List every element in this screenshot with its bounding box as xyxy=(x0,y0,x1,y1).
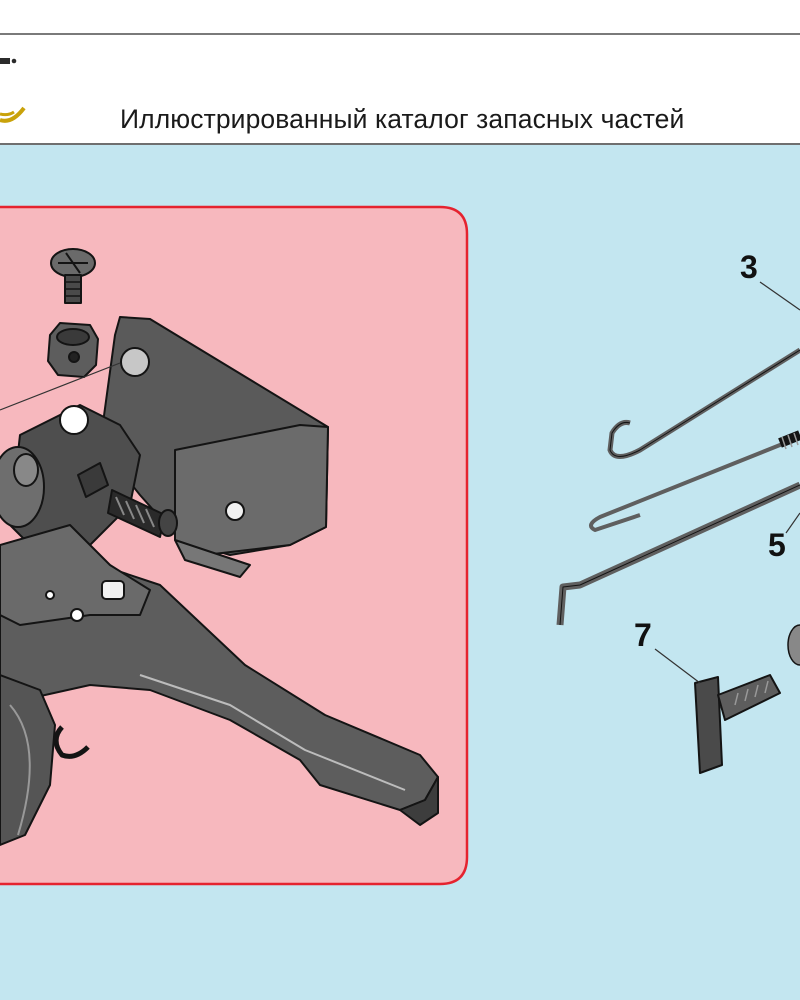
nut-part xyxy=(47,322,99,378)
header-top-rule xyxy=(0,33,800,35)
screw-part xyxy=(50,248,96,304)
callout-7: 7 xyxy=(634,617,652,653)
header-bottom-rule xyxy=(0,143,800,145)
loose-parts xyxy=(556,281,800,774)
t-bolt-part xyxy=(694,674,781,774)
spring-part xyxy=(107,489,178,538)
page-header: Иллюстрированный каталог запасных частей xyxy=(0,0,800,145)
page-title: Иллюстрированный каталог запасных частей xyxy=(120,104,685,134)
exploded-view-drawing xyxy=(0,205,800,886)
brand-logo-fragment-icon xyxy=(0,58,17,64)
throttle-control-assembly xyxy=(0,248,439,846)
brand-logo-swoosh-icon xyxy=(0,106,26,123)
callout-3: 3 xyxy=(740,249,758,285)
bent-rod-part xyxy=(556,481,800,626)
spring-wire-part xyxy=(589,435,800,532)
callout-5: 5 xyxy=(768,527,786,563)
parts-diagram: 3 5 7 xyxy=(0,145,800,1000)
wire-rod-part xyxy=(607,347,800,459)
circlip-part xyxy=(53,725,90,759)
